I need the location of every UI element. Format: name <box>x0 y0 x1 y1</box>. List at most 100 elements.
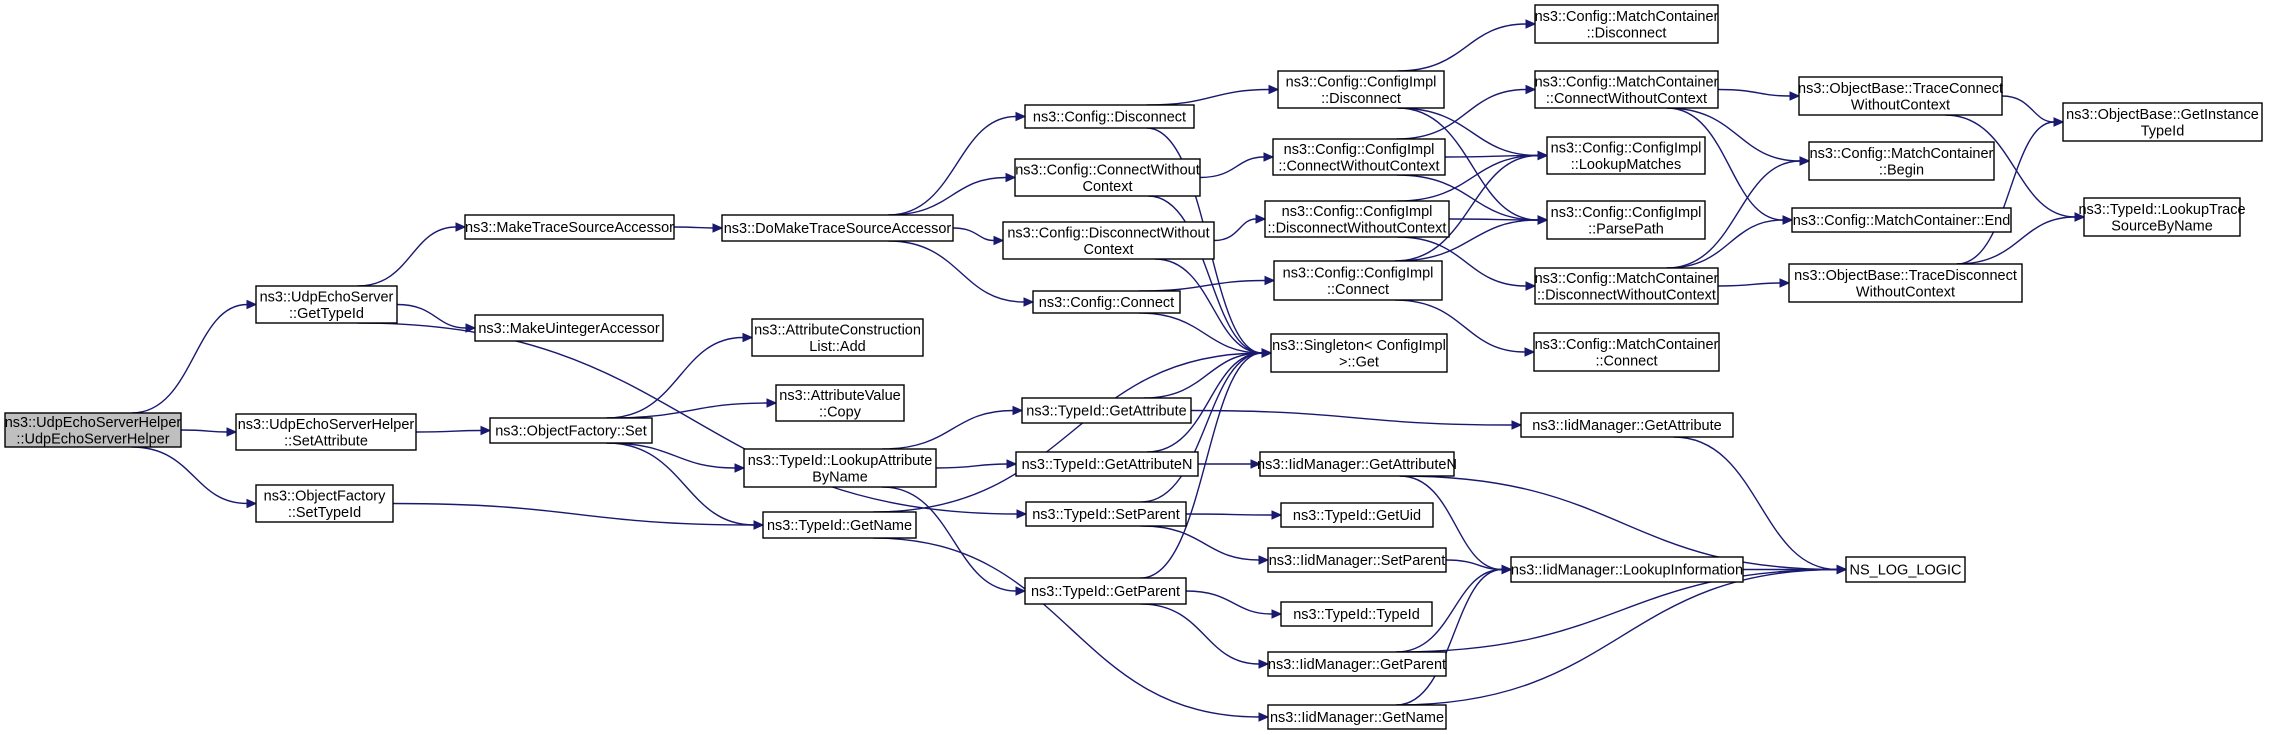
node-label-line: Context <box>1084 242 1134 258</box>
node-iidGetAttr[interactable]: ns3::IidManager::GetAttribute <box>1520 412 1734 438</box>
edge-line <box>1394 299 1526 353</box>
edge-line <box>1394 219 1539 262</box>
node-tidGetName[interactable]: ns3::TypeId::GetName <box>762 511 917 539</box>
edge-mcConnWO-to-obTraceConn <box>1717 88 1801 101</box>
node-implConnWO[interactable]: ns3::Config::ConfigImpl::ConnectWithoutC… <box>1272 138 1446 176</box>
node-label-line: ::Disconnect <box>1321 91 1401 107</box>
node-label-line: ::Connect <box>1327 282 1389 298</box>
node-implConn[interactable]: ns3::Config::ConfigImpl::Connect <box>1273 260 1443 301</box>
edge-line <box>873 352 1263 513</box>
arrowhead <box>993 235 1005 246</box>
node-label-line: ns3::Config::MatchContainer <box>1535 271 1719 287</box>
arrowhead <box>1255 214 1267 224</box>
node-box <box>1533 332 1720 372</box>
node-box <box>1280 601 1433 627</box>
node-label-line: ns3::TypeId::GetName <box>767 518 912 534</box>
node-doMakeTSA[interactable]: ns3::DoMakeTraceSourceAccessor <box>721 214 954 242</box>
node-implLookup[interactable]: ns3::Config::ConfigImpl::LookupMatches <box>1546 136 1706 175</box>
arrowhead <box>1789 91 1801 101</box>
node-label-line: ns3::TypeId::GetAttributeN <box>1022 457 1193 473</box>
arrowhead <box>1525 281 1537 291</box>
node-implDiscWO[interactable]: ns3::Config::ConfigImpl::DisconnectWitho… <box>1264 200 1450 238</box>
node-label-line: ns3::ObjectFactory <box>264 488 386 504</box>
node-iidLookupInfo[interactable]: ns3::IidManager::LookupInformation <box>1510 556 1744 583</box>
node-cfgConnect[interactable]: ns3::Config::Connect <box>1032 290 1181 314</box>
node-helperSetAttr[interactable]: ns3::UdpEchoServerHelper::SetAttribute <box>235 413 417 451</box>
arrowhead <box>742 332 754 343</box>
arrowhead <box>1005 172 1017 183</box>
node-nsLogLogic[interactable]: NS_LOG_LOGIC <box>1845 556 1966 583</box>
arrowhead <box>455 222 467 232</box>
node-box <box>1546 136 1706 175</box>
node-label-line: ns3::AttributeConstruction <box>754 322 921 338</box>
node-mcEnd[interactable]: ns3::Config::MatchContainer::End <box>1791 207 2012 233</box>
node-obTraceConn[interactable]: ns3::ObjectBase::TraceConnectWithoutCont… <box>1798 76 2003 116</box>
node-ofSet[interactable]: ns3::ObjectFactory::Set <box>489 417 653 444</box>
node-iidSetParent[interactable]: ns3::IidManager::SetParent <box>1267 547 1447 573</box>
edge-line <box>888 176 1007 216</box>
node-box <box>1273 260 1443 301</box>
edge-iidGetName-to-iidLookupInfo <box>1396 564 1513 706</box>
edge-udpGetTypeId-to-tidSetParent <box>357 322 1028 519</box>
edge-line <box>1396 568 1503 706</box>
node-implDisc[interactable]: ns3::Config::ConfigImpl::Disconnect <box>1277 70 1445 109</box>
node-label-line: ::ParsePath <box>1588 221 1664 237</box>
node-obTraceDisc[interactable]: ns3::ObjectBase::TraceDisconnectWithoutC… <box>1788 263 2023 303</box>
edge-root-to-helperSetAttr <box>180 427 238 437</box>
node-label-line: ns3::ObjectBase::TraceDisconnect <box>1794 268 2017 284</box>
node-box <box>1534 267 1719 305</box>
edge-line <box>1396 568 1838 706</box>
node-box <box>762 511 917 539</box>
node-ofSetTypeId[interactable]: ns3::ObjectFactory::SetTypeId <box>255 484 394 523</box>
node-tidGetParent[interactable]: ns3::TypeId::GetParent <box>1024 577 1187 605</box>
edge-doMakeTSA-to-cfgConnect <box>888 240 1035 307</box>
edge-udpGetTypeId-to-makeUint <box>396 303 477 333</box>
node-tidSetParent[interactable]: ns3::TypeId::SetParent <box>1025 501 1187 527</box>
edge-tidLookupAttr-to-tidGetParent <box>882 486 1027 596</box>
node-label-line: SourceByName <box>2111 218 2213 234</box>
arrowhead <box>1012 405 1024 416</box>
edge-implConn-to-implLookup <box>1394 150 1549 262</box>
node-implParse[interactable]: ns3::Config::ConfigImpl::ParsePath <box>1546 200 1706 240</box>
node-iidGetAttrN[interactable]: ns3::IidManager::GetAttributeN <box>1257 451 1457 477</box>
node-tidTypeId[interactable]: ns3::TypeId::TypeId <box>1280 601 1433 627</box>
node-cfgConnWO[interactable]: ns3::Config::ConnectWithoutContext <box>1014 158 1201 197</box>
node-mcDisc[interactable]: ns3::Config::MatchContainer::Disconnect <box>1534 4 1719 44</box>
node-mcConn[interactable]: ns3::Config::MatchContainer::Connect <box>1533 332 1720 372</box>
arrowhead <box>1525 19 1537 29</box>
node-root[interactable]: ns3::UdpEchoServerHelper::UdpEchoServerH… <box>4 412 182 448</box>
node-box <box>1267 547 1447 573</box>
node-makeTSA[interactable]: ns3::MakeTraceSourceAccessor <box>464 214 675 240</box>
edge-line <box>888 240 1025 303</box>
edge-line <box>952 227 995 242</box>
node-label-line: NS_LOG_LOGIC <box>1849 563 1961 579</box>
node-makeUint[interactable]: ns3::MakeUintegerAccessor <box>474 314 664 342</box>
node-iidGetName[interactable]: ns3::IidManager::GetName <box>1267 704 1447 730</box>
node-label-line: ns3::TypeId::TypeId <box>1293 607 1420 623</box>
node-udpGetTypeId[interactable]: ns3::UdpEchoServer::GetTypeId <box>255 285 398 324</box>
node-box <box>1272 138 1446 176</box>
node-tidGetAttrN[interactable]: ns3::TypeId::GetAttributeN <box>1015 451 1199 477</box>
node-label-line: ns3::IidManager::SetParent <box>1269 553 1446 569</box>
node-singleton[interactable]: ns3::Singleton< ConfigImpl>::Get <box>1270 333 1448 373</box>
node-iidGetParent[interactable]: ns3::IidManager::GetParent <box>1267 651 1447 677</box>
node-box <box>464 214 675 240</box>
node-label-line: ::SetTypeId <box>288 505 361 521</box>
edge-line <box>1147 352 1263 453</box>
node-cfgDiscWO[interactable]: ns3::Config::DisconnectWithoutContext <box>1002 221 1215 260</box>
arrowhead <box>1799 156 1811 166</box>
node-mcConnWO[interactable]: ns3::Config::MatchContainer::ConnectWith… <box>1534 70 1719 109</box>
edge-tidGetAttr-to-iidGetAttr <box>1190 409 1523 430</box>
node-box <box>1788 263 2023 303</box>
edge-line <box>1396 568 1503 653</box>
node-tidGetAttr[interactable]: ns3::TypeId::GetAttribute <box>1021 397 1192 424</box>
node-tidGetUid[interactable]: ns3::TypeId::GetUid <box>1280 502 1434 528</box>
node-mcDiscWO[interactable]: ns3::Config::MatchContainer::DisconnectW… <box>1534 267 1719 305</box>
node-cfgDisconnect[interactable]: ns3::Config::Disconnect <box>1024 104 1195 129</box>
node-attrValCopy[interactable]: ns3::AttributeValue::Copy <box>775 384 905 422</box>
node-mcBegin[interactable]: ns3::Config::MatchContainer::Begin <box>1808 141 1995 181</box>
